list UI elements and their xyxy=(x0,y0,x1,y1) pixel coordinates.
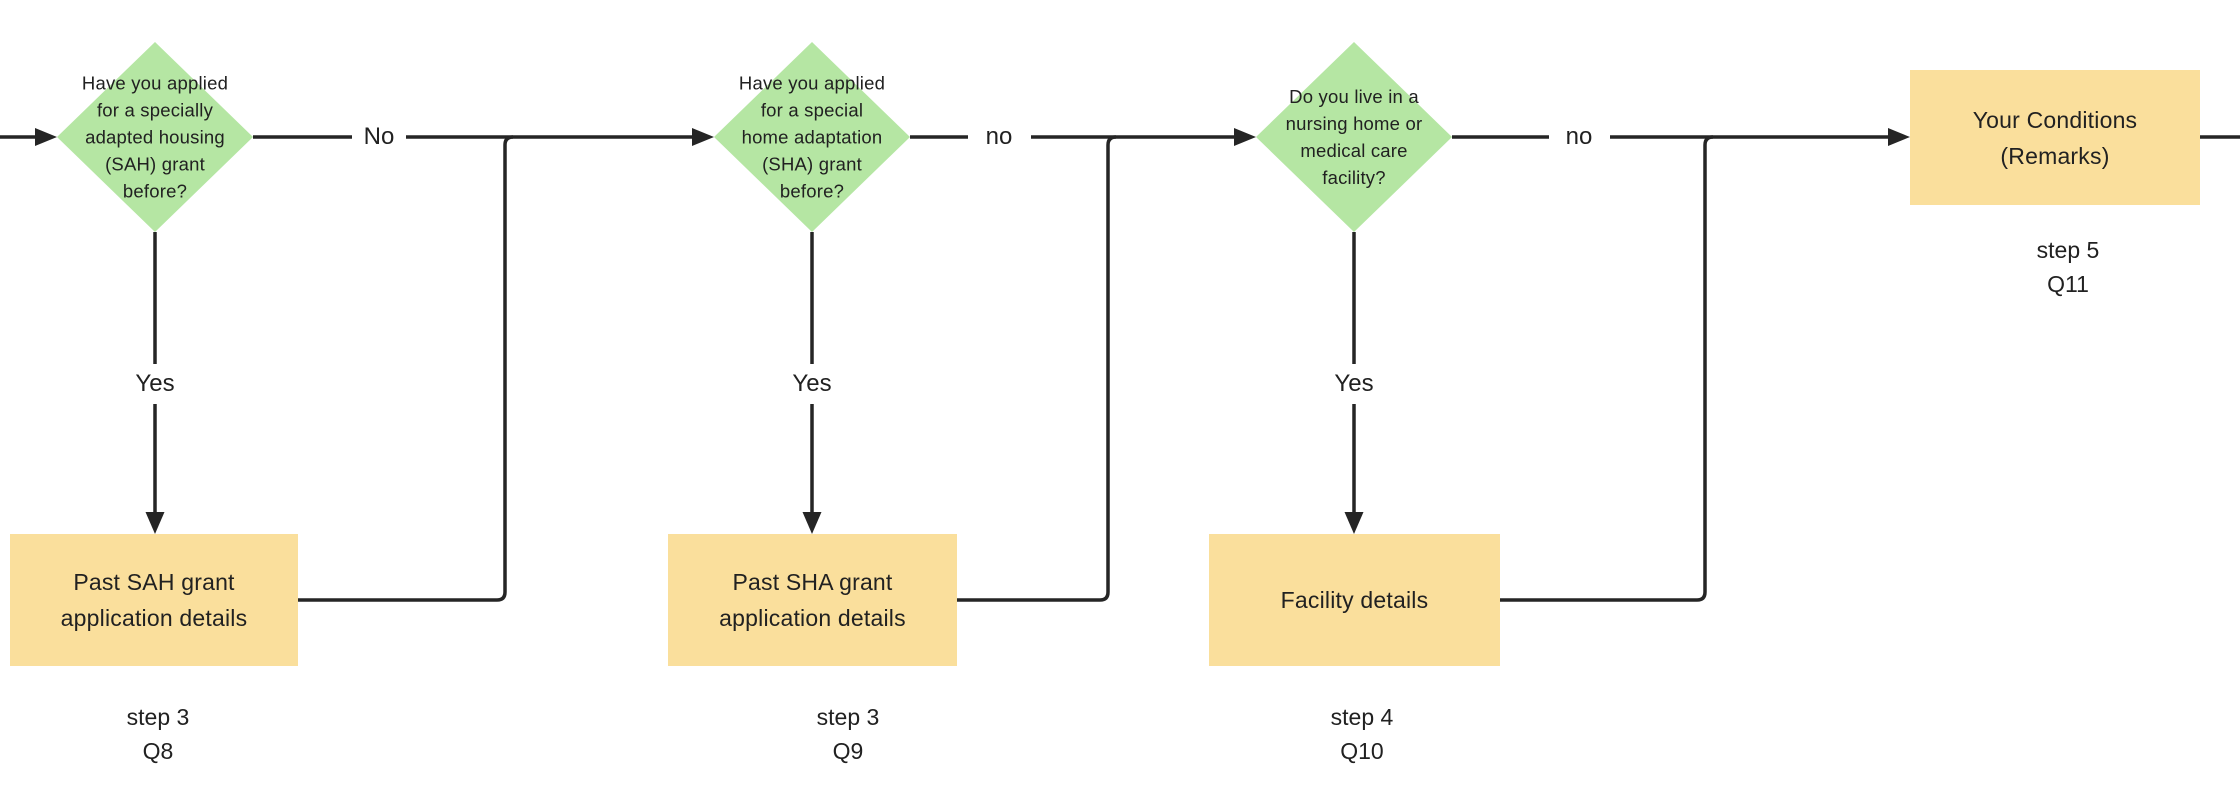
edge-label-q10-yes: Yes xyxy=(1330,369,1378,399)
process-label-line: application details xyxy=(60,605,248,631)
edge-label-q9-no: no xyxy=(981,122,1017,152)
process-label-line: Facility details xyxy=(1280,587,1429,613)
process-label-line: Past SAH grant xyxy=(73,569,235,595)
process-node-facility-details: Facility details xyxy=(1209,534,1500,666)
step-text: step 5 xyxy=(2036,237,2100,263)
question-line: home adaptation xyxy=(741,126,883,148)
question-line: facility? xyxy=(1322,167,1386,188)
edge-q10-yes-arrowhead xyxy=(1344,512,1364,534)
process-node-your-conditions: Your Conditions (Remarks) xyxy=(1910,70,2200,205)
edge-q9-yes-arrowhead xyxy=(802,512,822,534)
process-node-past-sah-grant: Past SAH grant application details xyxy=(10,534,298,666)
question-id-text: Q9 xyxy=(832,738,864,764)
question-line: before? xyxy=(122,180,188,202)
decision-question-text: Do you live in a nursing home or medical… xyxy=(1238,83,1470,191)
question-id-text: Q10 xyxy=(1340,738,1384,764)
process-label-line: Your Conditions xyxy=(1972,106,2138,133)
edge-past-sha-out-line xyxy=(957,135,1117,602)
edge-label-q9-yes: Yes xyxy=(788,369,836,399)
process-node-past-sha-grant: Past SHA grant application details xyxy=(668,534,957,666)
edge-label-q8-yes: Yes xyxy=(131,369,179,399)
question-line: nursing home or xyxy=(1285,113,1423,134)
edge-q8-yes-arrowhead xyxy=(145,512,165,534)
question-line: for a specially xyxy=(96,99,214,121)
question-line: for a special xyxy=(760,99,864,121)
step-annotation-q9: step 3 Q9 xyxy=(817,700,880,768)
edge-q8-no-arrowhead xyxy=(692,128,714,146)
question-line: before? xyxy=(779,180,845,202)
question-line: Do you live in a xyxy=(1289,86,1419,107)
step-text: step 3 xyxy=(126,704,190,730)
process-label-line: application details xyxy=(719,605,906,631)
question-line: (SAH) grant xyxy=(105,153,205,175)
step-text: step 4 xyxy=(1330,704,1394,730)
question-id-text: Q11 xyxy=(2047,271,2089,297)
edge-entry-arrowhead xyxy=(35,128,57,146)
edge-label-q10-no: no xyxy=(1561,122,1597,152)
step-annotation-q10: step 4 Q10 xyxy=(1331,700,1394,768)
question-line: medical care xyxy=(1300,140,1408,161)
step-annotation-q8: step 3 Q8 xyxy=(127,700,190,768)
question-line: adapted housing xyxy=(85,126,225,148)
edge-q10-no-arrowhead xyxy=(1888,128,1910,146)
process-label-line: Past SHA grant xyxy=(732,569,893,595)
question-id-text: Q8 xyxy=(142,738,174,764)
edge-facility-out-line xyxy=(1500,135,1714,602)
edge-q9-no-arrowhead xyxy=(1234,128,1256,146)
decision-node-q10: Do you live in a nursing home or medical… xyxy=(1256,42,1452,232)
question-line: (SHA) grant xyxy=(762,153,862,175)
question-line: Have you applied xyxy=(81,72,229,94)
decision-node-q9: Have you applied for a special home adap… xyxy=(714,42,910,232)
process-label-line: (Remarks) xyxy=(2000,142,2110,169)
edge-past-sah-out-line xyxy=(298,135,514,602)
question-line: Have you applied xyxy=(738,72,886,94)
step-annotation-q11: step 5 Q11 xyxy=(2037,233,2100,301)
edge-label-q8-no: No xyxy=(359,122,399,152)
decision-question-text: Have you applied for a special home adap… xyxy=(696,70,928,205)
decision-node-q8: Have you applied for a specially adapted… xyxy=(57,42,253,232)
step-text: step 3 xyxy=(816,704,880,730)
decision-question-text: Have you applied for a specially adapted… xyxy=(39,70,271,205)
